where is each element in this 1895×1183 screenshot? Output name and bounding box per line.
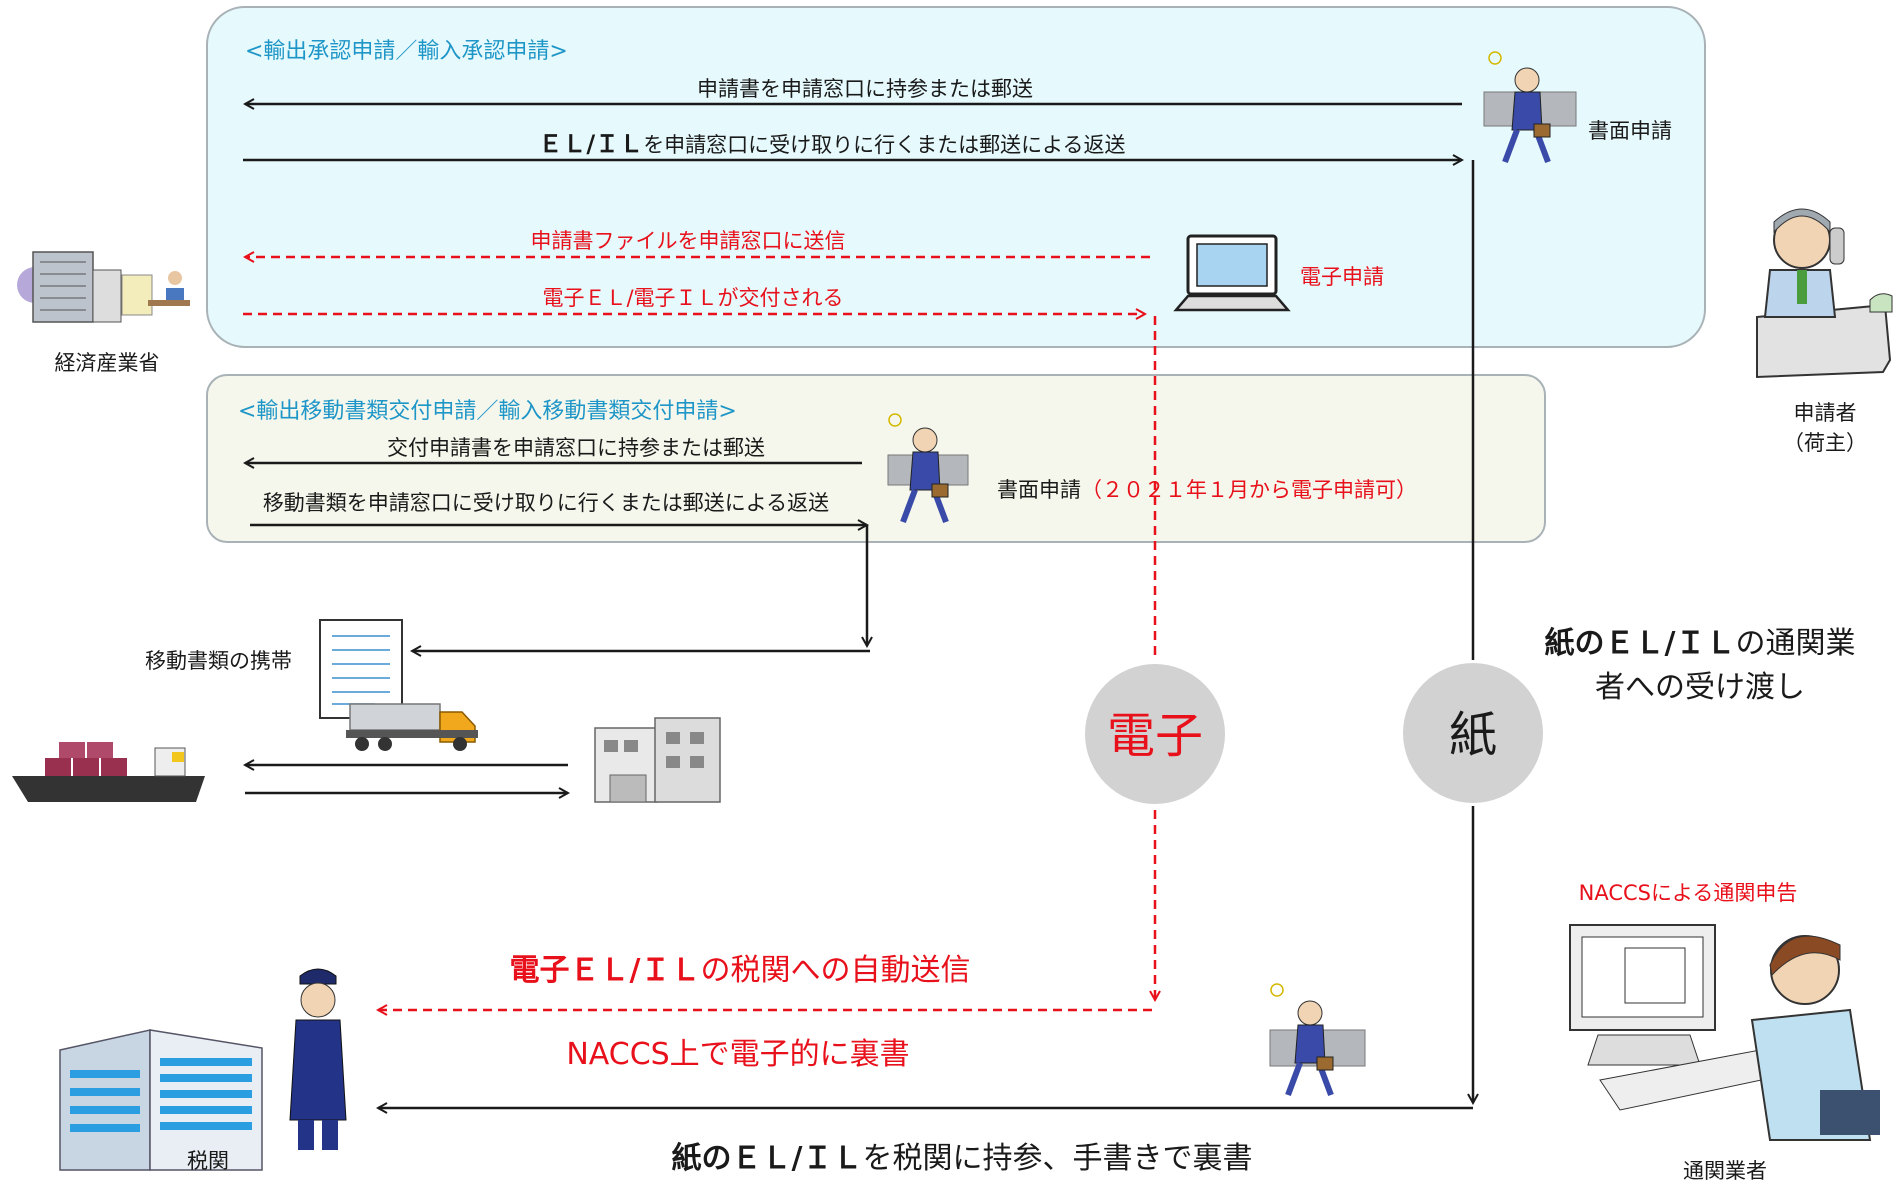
broker-computer-icon: [1569, 924, 1787, 1111]
broker-note: NACCSによる通関申告: [1579, 881, 1798, 905]
paper-circle: [1403, 663, 1543, 803]
arrow-return-movement-docs-label: 移動書類を申請窓口に受け取りに行くまたは郵送による返送: [263, 491, 829, 515]
section1-box: [206, 6, 1706, 348]
arrow-return-paper-label: ＥＬ/ＩＬを申請窓口に受け取りに行くまたは郵送による返送: [538, 130, 1125, 158]
arrow-send-paper-label: 申請書を申請窓口に持参または郵送: [697, 77, 1033, 101]
paper-to-customs-label: 紙のＥＬ/ＩＬを税関に持参、手書きで裏書: [672, 1141, 1253, 1176]
section2-paper-label: 書面申請（２０２１年１月から電子申請可）: [997, 478, 1417, 502]
applicant-label-line1: 申請者: [1794, 401, 1857, 425]
businessman-icon-2: [887, 413, 969, 524]
meti-building-icon: [17, 251, 190, 323]
arrow-send-issue-request-label: 交付申請書を申請窓口に持参または郵送: [387, 436, 765, 460]
truck-icon: [346, 703, 478, 751]
applicant-person-icon: [1756, 208, 1893, 379]
customs-officer-icon: [289, 968, 347, 1150]
businessman-icon-3: [1269, 983, 1366, 1097]
arrow-issue-electronic-label: 電子ＥＬ/電子ＩＬが交付される: [542, 286, 843, 310]
warehouse-icon: [594, 717, 721, 803]
broker-label: 通関業者: [1683, 1159, 1767, 1183]
section1-title: <輸出承認申請／輸入承認申請>: [245, 39, 568, 64]
handover-line2: 者への受け渡し: [1595, 670, 1805, 705]
applicant-label-line2: （荷主）: [1783, 431, 1867, 455]
electronic-application-label: 電子申請: [1300, 265, 1384, 289]
laptop-icon: [1173, 234, 1291, 312]
paper-circle-label: 紙: [1449, 707, 1497, 763]
handover-line1: 紙のＥＬ/ＩＬの通関業: [1545, 626, 1856, 661]
customs-building-icon: [59, 1029, 263, 1171]
electronic-circle: [1085, 664, 1225, 804]
arrow-send-file-label: 申請書ファイルを申請窓口に送信: [531, 229, 846, 253]
electronic-circle-label: 電子: [1107, 708, 1203, 764]
broker-person-icon: [1750, 935, 1880, 1141]
section2-title: <輸出移動書類交付申請／輸入移動書類交付申請>: [238, 399, 737, 424]
ship-icon: [12, 742, 205, 802]
meti-label: 経済産業省: [55, 351, 160, 375]
customs-label: 税関: [187, 1149, 229, 1173]
document-icon: [319, 619, 403, 719]
section2-box: [206, 374, 1546, 543]
naccs-endorse-label: NACCS上で電子的に裏書: [566, 1037, 909, 1072]
auto-send-label: 電子ＥＬ/ＩＬの税関への自動送信: [510, 953, 971, 988]
carry-docs-label: 移動書類の携帯: [145, 649, 292, 673]
businessman-icon-1: [1483, 51, 1577, 164]
paper-application-label: 書面申請: [1588, 119, 1672, 143]
